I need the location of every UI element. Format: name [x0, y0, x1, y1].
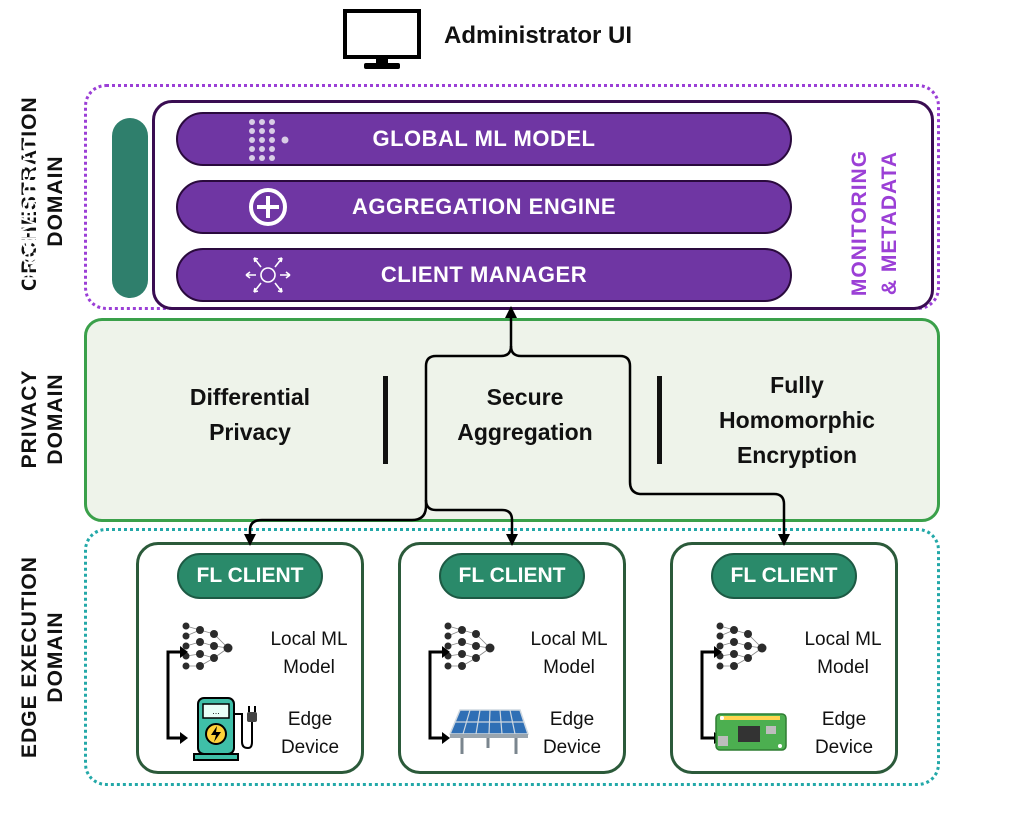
- global-ml-model-label: GLOBAL ML MODEL: [372, 126, 596, 151]
- fl-client-card-1: FL CLIENT: [136, 542, 364, 774]
- solar-panel-icon: [448, 709, 530, 754]
- ev-charger-icon: ...: [193, 697, 257, 761]
- fl-client-title-2: FL CLIENT: [439, 553, 585, 599]
- administrator-ui-title: Administrator UI: [444, 22, 633, 49]
- svg-text:...: ...: [212, 707, 220, 716]
- local-model-neural-network-icon: [716, 622, 767, 670]
- client-manager-label: CLIENT MANAGER: [380, 262, 588, 287]
- aggregation-engine-label: AGGREGATION ENGINE: [351, 194, 617, 219]
- local-model-neural-network-icon: [182, 622, 233, 670]
- plus-circle-icon: [249, 188, 287, 226]
- fl-client-title-3: FL CLIENT: [711, 553, 857, 599]
- privacy-divider-2: [657, 376, 662, 464]
- monitor-icon: [343, 9, 421, 69]
- fedmaestro-logo: [112, 118, 148, 298]
- aggregation-engine-bar: AGGREGATION ENGINE: [176, 180, 792, 234]
- model-device-link-icon: [166, 646, 188, 744]
- neural-network-icon: [249, 119, 289, 161]
- global-ml-model-bar: GLOBAL ML MODEL: [176, 112, 792, 166]
- client-manager-bar: CLIENT MANAGER: [176, 248, 792, 302]
- model-device-link-icon: [428, 646, 450, 744]
- fl-client-title-1: FL CLIENT: [177, 553, 323, 599]
- privacy-divider-1: [383, 376, 388, 464]
- fedmaestro-logo-text: FedMaestro: [13, 137, 43, 283]
- raspberry-pi-board-icon: [715, 713, 787, 751]
- monitoring-metadata-label: MONITORING& METADATA: [848, 149, 901, 297]
- client-arrows-icon: [245, 257, 291, 293]
